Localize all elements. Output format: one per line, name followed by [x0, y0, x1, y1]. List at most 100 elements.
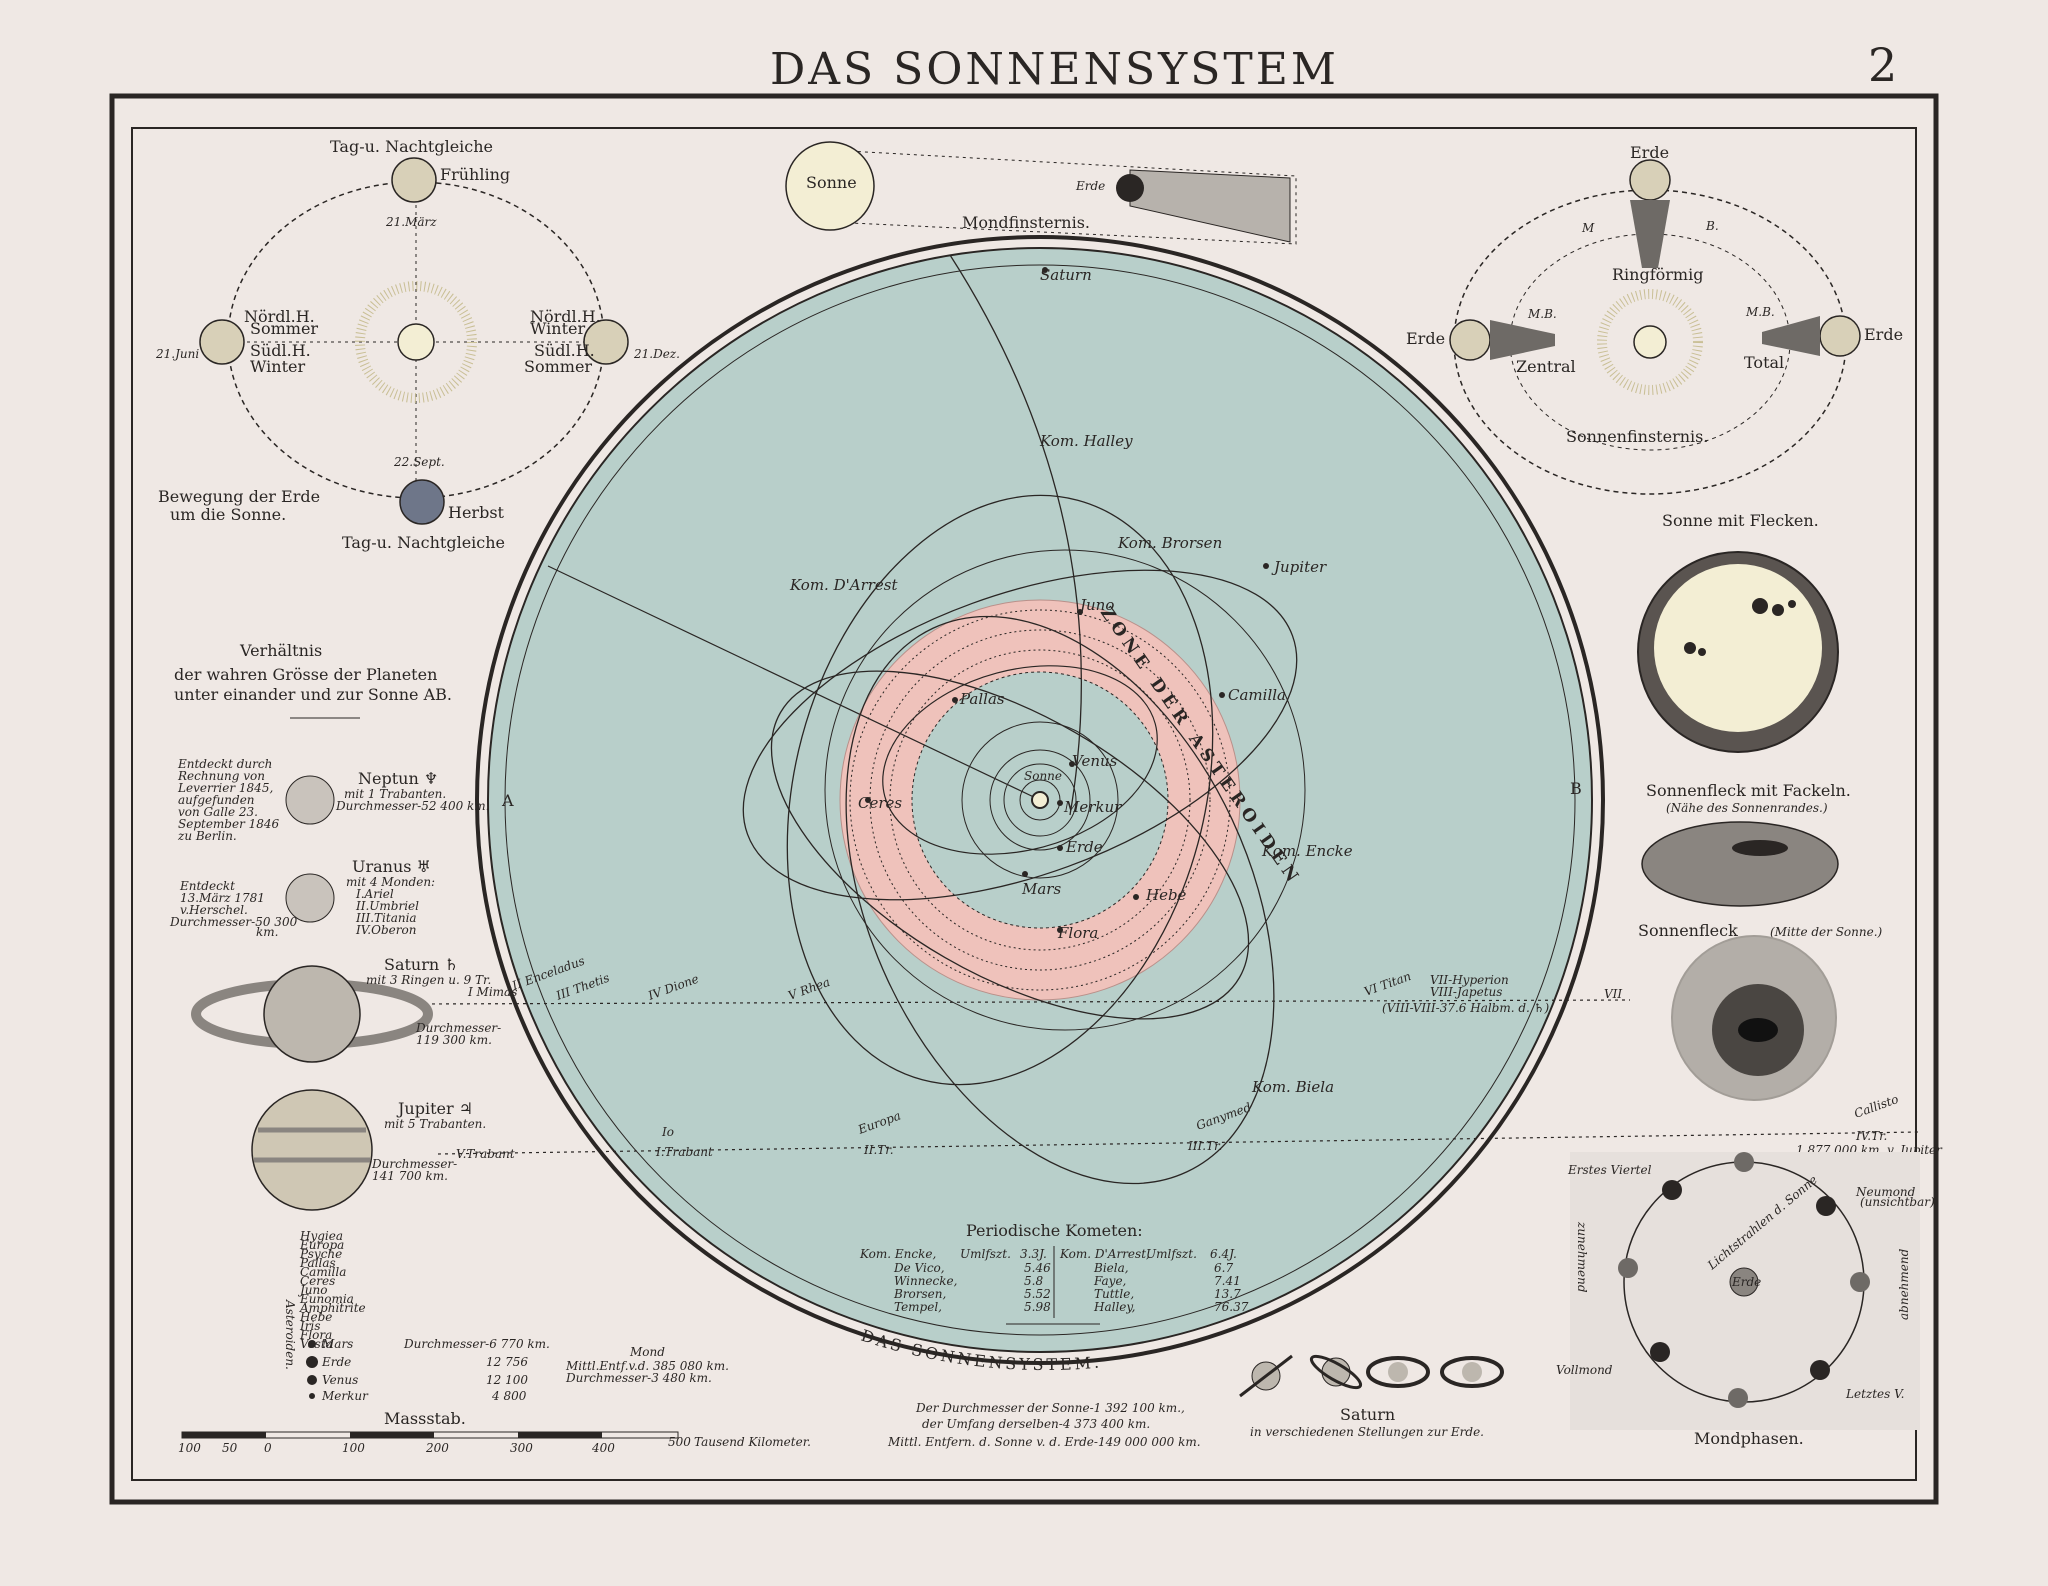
asteroid-list-4: Pallas: [299, 1256, 336, 1270]
neptune-note-1: Entdeckt durch: [177, 757, 272, 771]
solar-eclipse-sun: [1633, 325, 1667, 359]
erde-label: Erde: [321, 1355, 351, 1369]
planet-jupiter: [1263, 563, 1269, 569]
size-line2: der wahren Grösse der Planeten: [174, 665, 437, 684]
uranus-moon-3: III.Titania: [355, 911, 417, 925]
facula-title: Sonnenfleck mit Fackeln.: [1646, 781, 1851, 800]
uranus-note-4: Durchmesser-50 300: [169, 915, 298, 929]
merkur-diam: 4 800: [491, 1389, 527, 1403]
scale-title: Massstab.: [384, 1409, 466, 1428]
scale-tick-4: 100: [342, 1441, 365, 1455]
uranus-note-5: km.: [256, 925, 278, 939]
sun-disc: [397, 323, 435, 361]
asteroid-list-12: Flora: [299, 1328, 332, 1342]
solar-system-diagram: Saturn Kom. Halley Kom. Brorsen Jupiter …: [475, 235, 1605, 1374]
venus-dot: [307, 1375, 317, 1385]
comet-header-2: Umlfszt.: [960, 1247, 1011, 1261]
comet-table-title: Periodische Kometen:: [966, 1221, 1143, 1240]
earth-summer: [199, 319, 245, 365]
comet-row-8-name: Halley,: [1093, 1300, 1135, 1314]
comet-row-2-period: 5.8: [1024, 1274, 1043, 1288]
uranus-sub: mit 4 Monden:: [346, 875, 435, 889]
scale-tick-5: 200: [425, 1441, 449, 1455]
scale-segment: [350, 1432, 434, 1438]
jupiter-name: Jupiter ♃: [396, 1099, 473, 1118]
uranus-name: Uranus ♅: [352, 857, 431, 876]
label-encke: Kom. Encke: [1261, 842, 1353, 860]
solar-eclipse-ring: Ringförmig: [1612, 265, 1703, 284]
sun-rays: [355, 281, 477, 403]
moon-new: Neumond: [1855, 1185, 1916, 1199]
label-flora: Flora: [1057, 924, 1098, 942]
comet-header-3: 3.3J.: [1020, 1247, 1047, 1261]
sun-facts-line3: Mittl. Entfern. d. Sonne v. d. Erde-149 …: [887, 1435, 1201, 1449]
comet-row-2-name: Winnecke,: [894, 1274, 957, 1288]
merkur-label: Merkur: [321, 1389, 369, 1403]
sunspot-umbra: [1738, 1018, 1778, 1042]
outer-frame: [109, 93, 1939, 1505]
sunspot-with-faculae: [1641, 821, 1839, 907]
lunar-eclipse-sun-label: Sonne: [806, 173, 857, 192]
comet-header-5: Umlfszt.: [1146, 1247, 1197, 1261]
neptune-note-6: September 1846: [178, 817, 280, 831]
comet-row-5-name: Biela,: [1093, 1261, 1129, 1275]
neptune-name: Neptun ♆: [358, 769, 438, 788]
neptune-note-2: Rechnung von: [177, 769, 265, 783]
saturn-name: Saturn ♄: [384, 955, 459, 974]
saturn-diam-2: 119 300 km.: [416, 1033, 492, 1047]
moon-phase-8: [1618, 1258, 1638, 1278]
sun-facts: Der Durchmesser der Sonne-1 392 100 km.,…: [887, 1401, 1201, 1449]
mond-dist: Mittl.Entf.v.d. 385 080 km.: [565, 1359, 729, 1373]
comet-table: Periodische Kometen: Kom. Encke, Umlfszt…: [859, 1221, 1249, 1325]
moon-phase-6: [1728, 1388, 1748, 1408]
label-jupiter: Jupiter: [1271, 558, 1327, 576]
neptune-note-7: zu Berlin.: [177, 829, 237, 843]
asteroid-camilla: [1219, 692, 1225, 698]
moon-new-note: (unsichtbar): [1860, 1195, 1935, 1209]
moon-phase-4: [1850, 1272, 1870, 1292]
saturn-position-3: [1388, 1362, 1408, 1382]
solar-eclipse-mb-left: M.B.: [1527, 307, 1557, 321]
uranus-note-3: v.Herschel.: [180, 903, 248, 917]
saturn-position-4: [1462, 1362, 1482, 1382]
planet-merkur: [1057, 800, 1063, 806]
moon-full: Vollmond: [1556, 1363, 1613, 1377]
saturn-moon-1: I Mimas: [467, 985, 517, 999]
moon-phase-7: [1650, 1342, 1670, 1362]
planet-saturn: [1042, 267, 1048, 273]
asteroid-list-7: Juno: [297, 1283, 328, 1297]
label-hebe: Hebe: [1145, 886, 1187, 904]
label-darrest: Kom. D'Arrest: [789, 576, 898, 594]
mars-diam: Durchmesser-6 770 km.: [403, 1337, 550, 1351]
point-b: B: [1570, 779, 1582, 798]
jupiter-moon-9: IV.Tr.: [1855, 1129, 1887, 1143]
jupiter-moon-2: Io: [661, 1125, 674, 1139]
saturn-globe: [263, 965, 361, 1063]
asteroid-list-6: Ceres: [300, 1274, 335, 1288]
season-right-h1b: Winter: [530, 319, 585, 338]
solar-eclipse-earth-top-label: Erde: [1630, 143, 1669, 162]
solar-eclipse-mb-right: M.B.: [1745, 305, 1775, 319]
label-erde: Erde: [1065, 838, 1103, 856]
comet-row-8-period: 76.37: [1214, 1300, 1249, 1314]
moon-phases-earth: [1729, 1267, 1759, 1297]
moon-phases-earth-label: Erde: [1731, 1275, 1761, 1289]
orbit-comet-brorsen: [786, 494, 1214, 1086]
neptune-note-3: Leverrier 1845,: [177, 781, 273, 795]
moon-waning: abnehmend: [1897, 1248, 1911, 1320]
uranus-moon-2: II.Umbriel: [355, 899, 419, 913]
jupiter-diam-1: Durchmesser-: [371, 1157, 457, 1171]
shadow-right: [1762, 316, 1820, 356]
scale-tick-1: 100: [178, 1441, 201, 1455]
solar-eclipse-b: B.: [1705, 219, 1719, 233]
solar-eclipse-diagram: Erde M B. Ringförmig M.B. M.B. Erde Erde…: [1406, 143, 1903, 495]
season-sun: [355, 281, 477, 403]
scale-unit: Tausend Kilometer.: [694, 1435, 811, 1449]
season-left-h2: Südl.H.: [250, 341, 311, 360]
neptune-diam: Durchmesser-52 400 km.: [335, 799, 490, 813]
sun-facts-line1: Der Durchmesser der Sonne-1 392 100 km.,: [915, 1401, 1185, 1415]
jupiter-moon-3: I.Trabant: [655, 1145, 713, 1159]
solar-eclipse-m: M: [1581, 221, 1595, 235]
season-spring-date: 21.März: [385, 215, 437, 229]
jupiter-globe: [251, 1089, 373, 1211]
